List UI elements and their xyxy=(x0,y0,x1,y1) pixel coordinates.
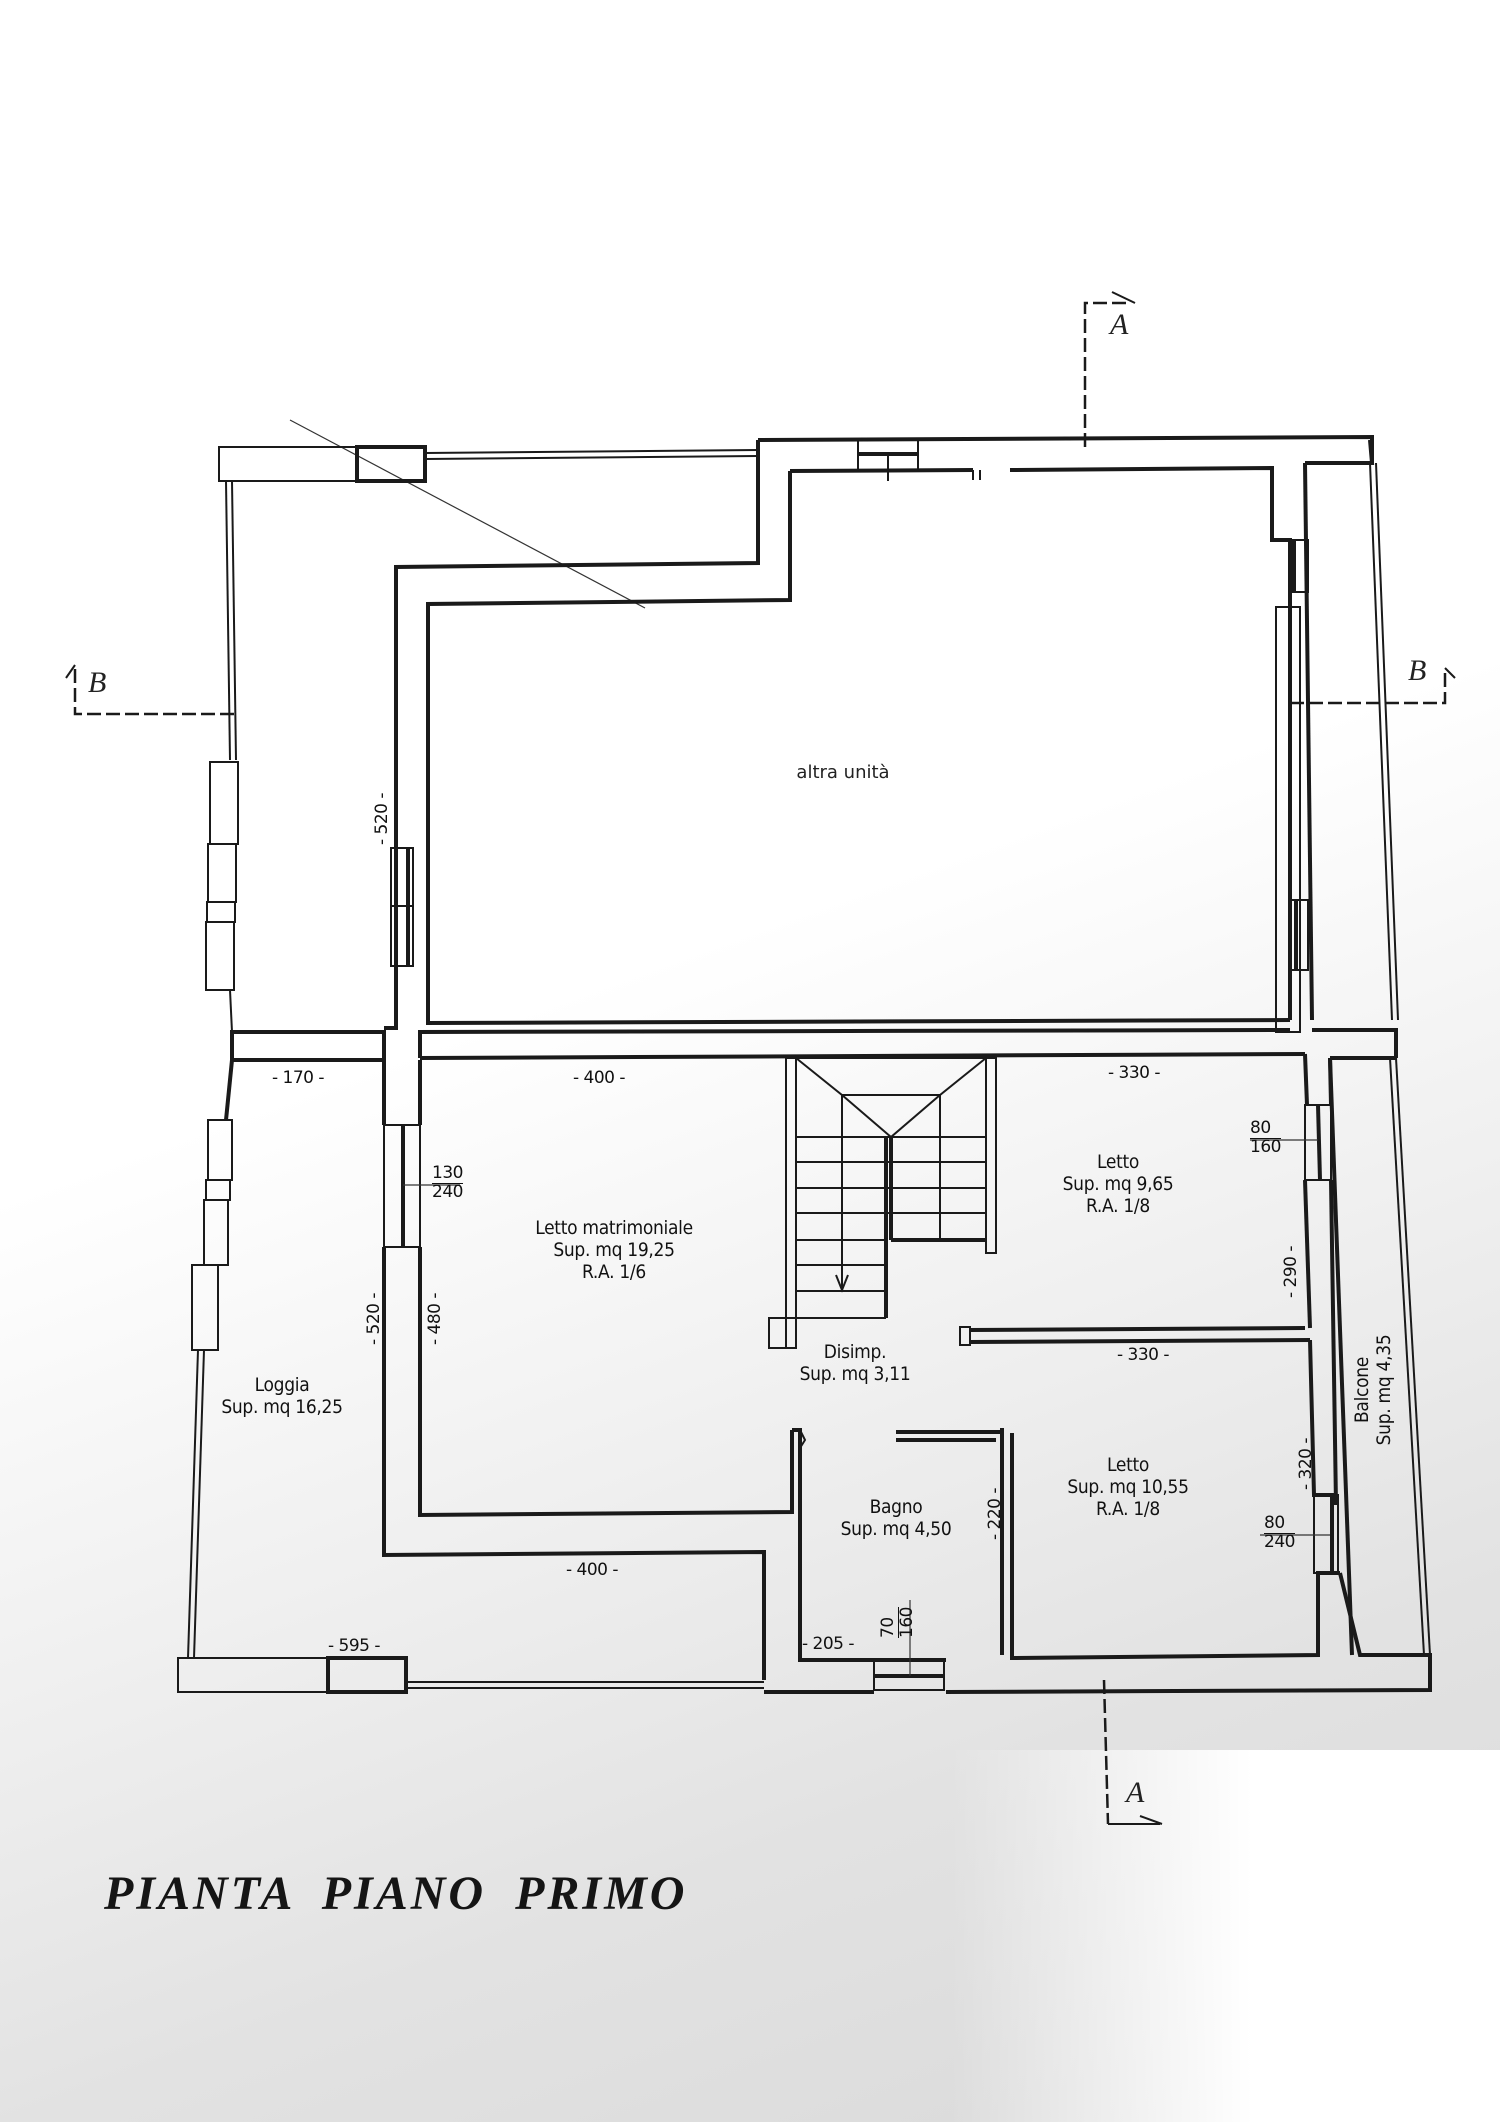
room-name: Letto xyxy=(1096,1151,1140,1173)
room-area: Sup. mq 4,35 xyxy=(1372,1334,1395,1446)
window-height: 240 xyxy=(432,1181,463,1202)
dim-corridor-width: - 400 - xyxy=(566,1560,619,1580)
room-label-bathroom: Bagno Sup. mq 4,50 xyxy=(840,1496,952,1541)
room-name: Loggia xyxy=(254,1374,310,1396)
dim-bedroom1-width: - 330 - xyxy=(1108,1063,1161,1083)
window-width: 80 xyxy=(1264,1514,1295,1534)
drawing-title: PIANTA PIANO PRIMO xyxy=(104,1867,688,1920)
dim-bedroom1-height: - 290 - xyxy=(1281,1245,1301,1298)
section-marker-b-right: B xyxy=(1408,654,1427,687)
room-name: Bagno xyxy=(869,1496,923,1518)
room-name: Letto xyxy=(1106,1454,1150,1476)
room-label-bedroom-2: Letto Sup. mq 10,55 R.A. 1/8 xyxy=(1067,1454,1189,1521)
section-line-a-top xyxy=(1083,291,1136,447)
window-height: 160 xyxy=(1250,1136,1281,1157)
dim-upper-left-height: - 520 - xyxy=(372,792,392,845)
room-label-master-bedroom: Letto matrimoniale Sup. mq 19,25 R.A. 1/… xyxy=(535,1217,693,1284)
window-width: 80 xyxy=(1250,1119,1281,1139)
dim-loggia-height: - 520 - xyxy=(364,1292,384,1345)
room-ra: R.A. 1/8 xyxy=(1096,1497,1160,1520)
upper-terrace xyxy=(218,445,759,761)
room-area: Sup. mq 4,50 xyxy=(840,1517,952,1540)
dim-loggia-bottom: - 595 - xyxy=(328,1636,381,1656)
room-label-hallway: Disimp. Sup. mq 3,11 xyxy=(799,1341,911,1386)
window-master-bedroom: 130 240 xyxy=(432,1163,463,1202)
section-line-b-right xyxy=(1290,667,1456,705)
room-area: Sup. mq 19,25 xyxy=(553,1238,675,1261)
bedroom-partition xyxy=(959,1326,1311,1346)
section-line-a-bottom xyxy=(1102,1679,1163,1825)
room-name: Balcone xyxy=(1351,1356,1373,1424)
other-unit-label: altra unità xyxy=(796,762,890,783)
room-area: Sup. mq 10,55 xyxy=(1067,1475,1189,1498)
section-line-b-left xyxy=(65,664,234,716)
party-wall xyxy=(230,1028,1398,1062)
room-label-balcony: Balcone Sup. mq 4,35 xyxy=(1351,1334,1396,1446)
loggia-outline xyxy=(177,1059,764,1694)
room-area: Sup. mq 16,25 xyxy=(221,1395,343,1418)
room-name: Letto matrimoniale xyxy=(535,1217,693,1239)
window-width: 130 xyxy=(432,1163,463,1184)
diagonal-reference-line xyxy=(289,419,646,609)
other-unit-outline xyxy=(205,434,1399,1033)
window-bedroom-2: 80 240 xyxy=(1264,1514,1295,1552)
room-label-bedroom-1: Letto Sup. mq 9,65 R.A. 1/8 xyxy=(1062,1151,1174,1218)
room-ra: R.A. 1/6 xyxy=(582,1260,646,1283)
section-marker-a-top: A xyxy=(1110,308,1129,341)
dim-bedroom2-width: - 330 - xyxy=(1117,1345,1170,1365)
dim-bedroom2-height: - 320 - xyxy=(1296,1437,1316,1490)
window-height: 160 xyxy=(896,1607,917,1638)
dim-master-width: - 400 - xyxy=(573,1068,626,1088)
paper-background-highlight xyxy=(950,1750,1500,2122)
bedroom-1-outline xyxy=(1250,1053,1338,1506)
dim-bathroom-width: - 205 - xyxy=(802,1634,855,1654)
dim-master-height: - 480 - xyxy=(425,1292,445,1345)
dim-bathroom-height: - 220 - xyxy=(985,1487,1005,1540)
room-ra: R.A. 1/8 xyxy=(1086,1194,1150,1217)
section-marker-a-bottom: A xyxy=(1126,1776,1145,1809)
bathroom-outline xyxy=(764,1428,1004,1694)
room-area: Sup. mq 9,65 xyxy=(1062,1172,1174,1195)
staircase xyxy=(768,1057,997,1349)
bedroom-2-outline xyxy=(945,1057,1432,1694)
master-bedroom-outline xyxy=(382,1060,794,1680)
dim-loggia-width: - 170 - xyxy=(272,1068,325,1088)
room-name: Disimp. xyxy=(823,1341,887,1363)
room-label-loggia: Loggia Sup. mq 16,25 xyxy=(221,1374,343,1419)
window-bathroom: 70 160 xyxy=(878,1607,917,1638)
window-height: 240 xyxy=(1264,1531,1295,1552)
window-bedroom-1: 80 160 xyxy=(1250,1119,1281,1157)
section-marker-b-left: B xyxy=(88,666,107,699)
room-area: Sup. mq 3,11 xyxy=(799,1362,911,1385)
